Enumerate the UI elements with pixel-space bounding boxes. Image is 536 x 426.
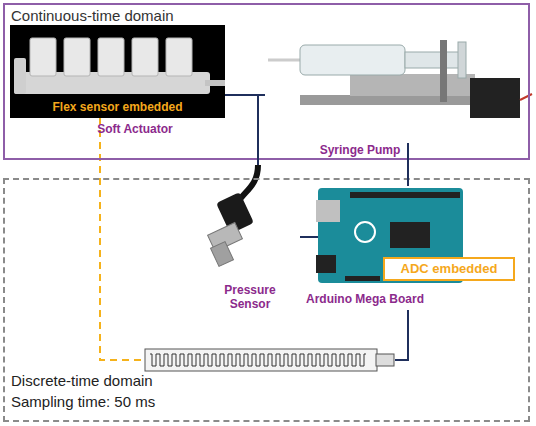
- pump-photo: Syringe Pump: [265, 18, 525, 143]
- pump-plate: [440, 40, 447, 102]
- callout-text: ADC embedded: [385, 261, 513, 277]
- usb-port: [316, 200, 340, 222]
- callout-text: Flex sensor embedded: [10, 100, 225, 114]
- actuator-photo-background: [10, 25, 225, 118]
- motor-wire: [520, 94, 532, 100]
- power-jack: [316, 255, 336, 273]
- syringe-barrel: [300, 45, 405, 75]
- syringe-plunger: [405, 52, 460, 68]
- tube-connector: [225, 94, 265, 96]
- actuator-tube: [205, 80, 225, 86]
- pump-tube: [268, 59, 302, 62]
- domain-title: Continuous-time domain: [11, 7, 311, 25]
- plunger-end: [458, 42, 466, 78]
- microcontroller-chip: [390, 222, 430, 248]
- pin-header: [345, 276, 380, 281]
- actuator-chamber: [98, 38, 124, 76]
- actuator-chamber: [30, 38, 56, 76]
- sensor-thread: [211, 242, 234, 267]
- signal-wire: [395, 310, 408, 360]
- flex-pattern: [150, 351, 366, 369]
- domain-band: Continuous-time domainFlex sensor embedd…: [3, 3, 530, 160]
- actuator-chamber: [64, 38, 90, 76]
- domain-band: Discrete-time domainSampling time: 50 ms…: [3, 178, 530, 422]
- component-label: Syringe Pump: [300, 143, 420, 157]
- component-label: Arduino Mega Board: [295, 292, 435, 306]
- component-label: Soft Actuator: [75, 122, 195, 136]
- flex-sensor: [145, 349, 377, 371]
- pump-frame: [350, 74, 475, 96]
- pump-motor: [470, 78, 520, 118]
- tube-connector: [258, 95, 265, 165]
- domain-title: Discrete-time domain: [11, 372, 311, 390]
- actuator-chamber: [166, 38, 192, 76]
- sensor-photo: Pressure Sensor: [190, 165, 300, 280]
- actuator-photo: Flex sensor embeddedSoft Actuator: [10, 25, 225, 118]
- pump-rail: [300, 95, 480, 105]
- flex-connector: [376, 354, 394, 366]
- callout-box: ADC embedded: [383, 257, 515, 281]
- board-photo: Arduino Mega BoardADC embedded: [318, 186, 465, 286]
- tube-connector: [300, 236, 318, 238]
- actuator-chamber: [132, 38, 158, 76]
- board-logo: [355, 222, 375, 242]
- component-label: Pressure Sensor: [210, 283, 290, 312]
- tube-connector: [407, 143, 409, 186]
- flex-wire: [100, 118, 145, 360]
- sampling-note: Sampling time: 50 ms: [11, 393, 311, 411]
- tube-connector: [225, 95, 258, 165]
- actuator-end-cap: [14, 58, 26, 94]
- pin-header: [350, 192, 460, 198]
